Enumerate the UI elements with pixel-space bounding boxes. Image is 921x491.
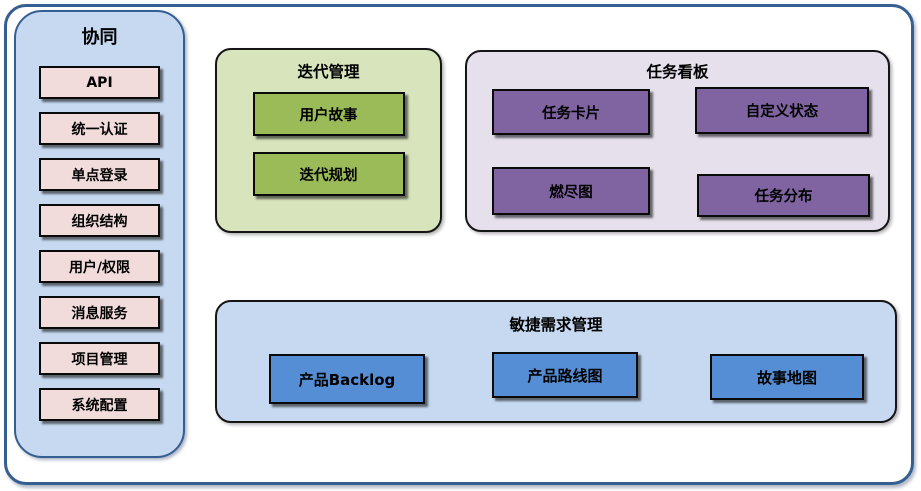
task-board-item-task-distribution: 任务分布: [697, 174, 870, 217]
collaboration-items: API 统一认证 单点登录 组织结构 用户/权限 消息服务 项目管理 系统配置: [16, 66, 183, 421]
task-board-title: 任务看板: [646, 63, 709, 81]
task-board-item-custom-status: 自定义状态: [695, 87, 869, 134]
panel-collaboration: 协同 API 统一认证 单点登录 组织结构 用户/权限 消息服务 项目管理 系统…: [14, 10, 185, 458]
collaboration-item-message-service: 消息服务: [39, 296, 160, 329]
collaboration-item-system-config: 系统配置: [39, 388, 160, 421]
collaboration-item-unified-auth: 统一认证: [39, 112, 160, 145]
collaboration-item-api: API: [39, 66, 160, 99]
iteration-items: 用户故事 迭代规划: [217, 92, 440, 196]
requirements-item-product-backlog: 产品Backlog: [269, 354, 425, 404]
requirements-item-story-map: 故事地图: [710, 354, 864, 400]
panel-iteration-management: 迭代管理 用户故事 迭代规划: [215, 48, 442, 233]
agile-requirements-title: 敏捷需求管理: [509, 316, 603, 334]
task-board-item-burndown-chart: 燃尽图: [492, 167, 650, 215]
collaboration-item-org-structure: 组织结构: [39, 204, 160, 237]
collaboration-item-single-sign-on: 单点登录: [39, 158, 160, 191]
task-board-item-task-card: 任务卡片: [492, 89, 650, 135]
iteration-management-title: 迭代管理: [297, 63, 360, 81]
iteration-item-iteration-planning: 迭代规划: [252, 152, 405, 196]
collaboration-item-project-management: 项目管理: [39, 342, 160, 375]
collaboration-title: 协同: [81, 27, 118, 48]
panel-agile-requirements: 敏捷需求管理 产品Backlog 产品路线图 故事地图: [215, 300, 897, 423]
requirements-item-product-roadmap: 产品路线图: [492, 352, 638, 398]
panel-task-board: 任务看板 任务卡片 自定义状态 燃尽图 任务分布: [465, 50, 890, 232]
iteration-item-user-story: 用户故事: [252, 92, 405, 136]
collaboration-item-user-permissions: 用户/权限: [39, 250, 160, 283]
